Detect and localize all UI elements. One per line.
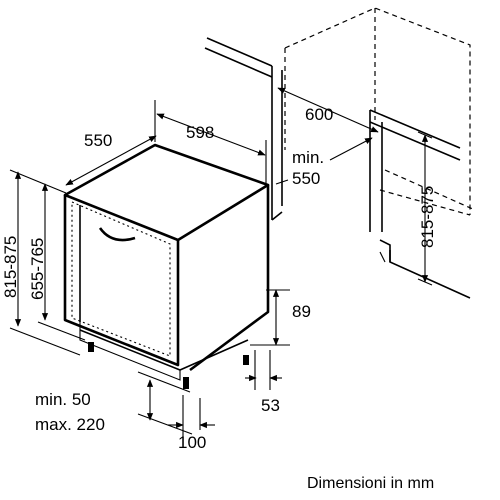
niche-depth-dimension: min. 550: [275, 137, 373, 188]
foot-front-right-icon: [183, 377, 189, 389]
niche-height-dimension: 815-875: [417, 131, 437, 286]
plinth-height-label-1: min. 50: [35, 390, 91, 409]
plinth-height-label-2: max. 220: [35, 415, 105, 434]
door-handle-icon: [98, 227, 136, 242]
unit-note: Dimensioni in mm: [307, 475, 434, 492]
appliance-height-outer-dimension: 815-875: [1, 169, 67, 327]
niche-width-dimension: 600: [277, 87, 379, 133]
foot-rear-right-icon: [243, 355, 249, 365]
appliance-depth-label: 550: [84, 131, 112, 150]
appliance-width-label: 598: [186, 123, 214, 142]
niche-depth-label-1: min.: [292, 148, 324, 167]
appliance-height-inner-dimension: 655-765: [9, 183, 86, 356]
niche-width-label: 600: [305, 105, 333, 124]
plinth-depth-label: 53: [261, 396, 280, 415]
appliance-height-outer-label: 815-875: [1, 236, 20, 298]
plinth-offset-label: 100: [178, 433, 206, 452]
toe-kick-height-dimension: 89: [250, 289, 311, 346]
installation-niche: [204, 7, 476, 299]
plinth-offset-dimension: 100: [168, 395, 215, 452]
appliance-width-dimension: 598: [156, 113, 267, 183]
appliance-height-inner-label: 655-765: [28, 238, 47, 300]
plinth-depth-dimension: 53: [245, 350, 282, 415]
appliance-depth-dimension: 550: [65, 100, 157, 186]
niche-depth-label-2: 550: [292, 169, 320, 188]
toe-kick-height-label: 89: [292, 302, 311, 321]
plinth-height-dimension: min. 50 max. 220: [35, 371, 193, 435]
dishwasher-body: [63, 143, 270, 389]
foot-front-left-icon: [88, 342, 94, 352]
niche-height-label: 815-875: [418, 186, 437, 248]
